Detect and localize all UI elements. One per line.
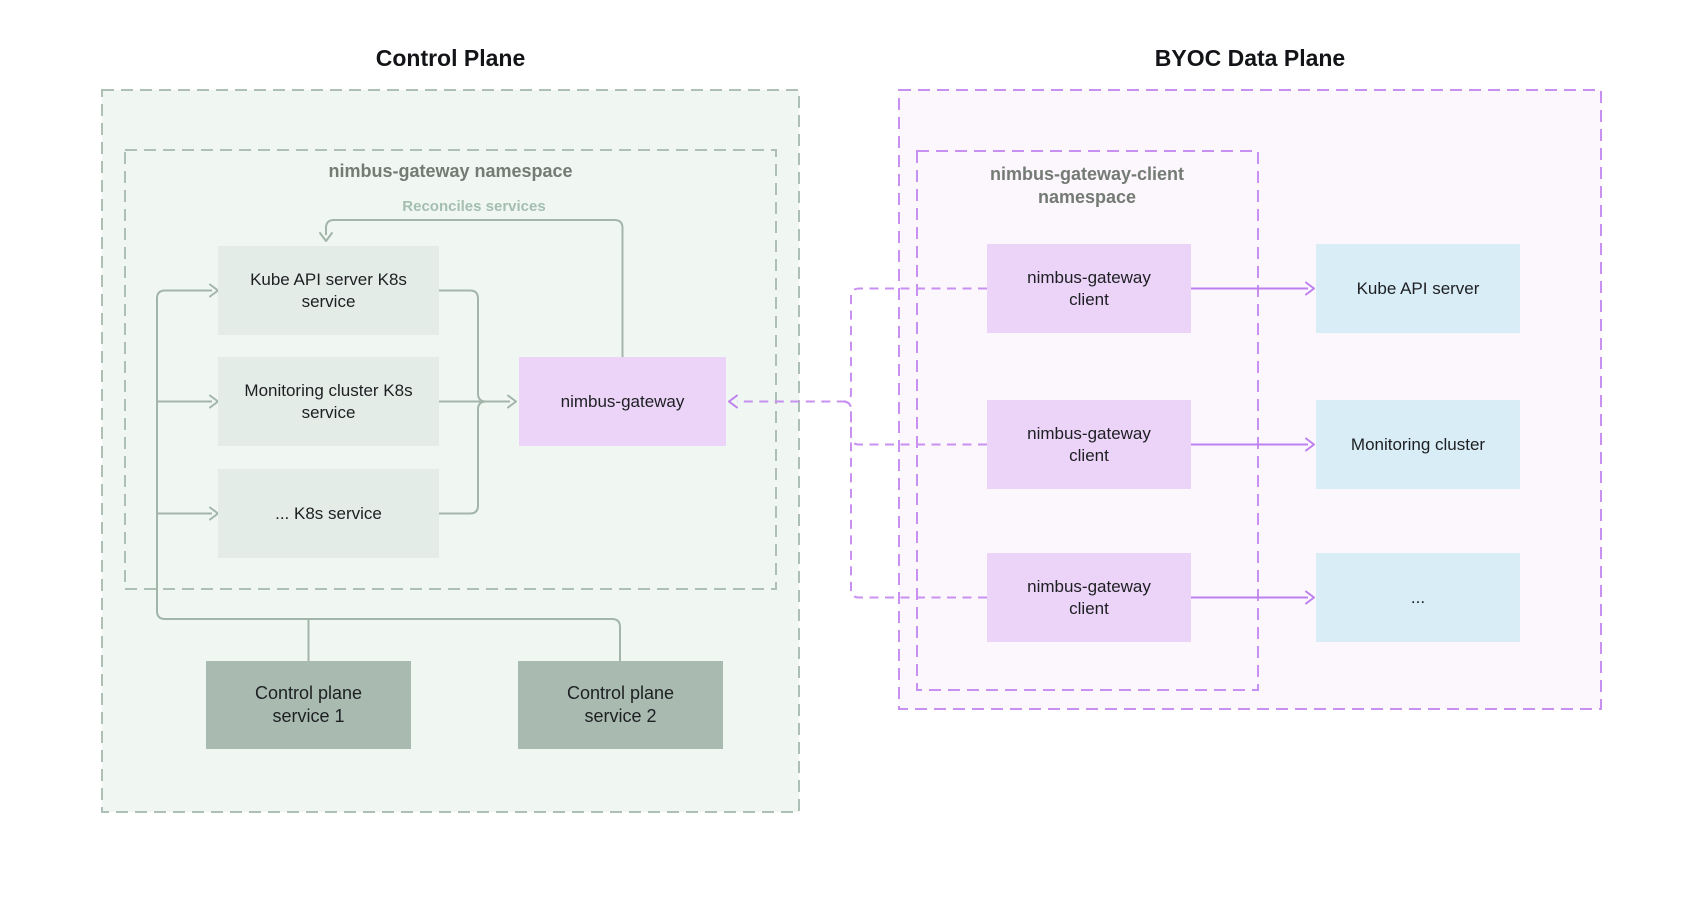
node-nimbus-gateway-client-2: nimbus-gateway client	[987, 400, 1191, 489]
reconcile-loop	[325, 219, 624, 357]
nimbus-gateway-namespace-label: nimbus-gateway namespace	[328, 161, 573, 181]
feed-bus-connector	[156, 289, 621, 661]
node-label: nimbus-gateway client	[1027, 267, 1151, 309]
arrowhead-reconcile	[319, 232, 333, 242]
node-nimbus-gateway: nimbus-gateway	[519, 357, 726, 446]
node-label: ... K8s service	[275, 503, 382, 523]
node-label: nimbus-gateway client	[1027, 576, 1151, 618]
node-label: nimbus-gateway	[560, 391, 685, 411]
arrowhead-target-1	[1305, 281, 1315, 296]
node-label: Monitoring cluster	[1350, 434, 1486, 454]
node-kube-api-k8s-service: Kube API server K8s service	[218, 246, 439, 335]
arrowhead-target-3	[1305, 590, 1315, 605]
node-label: nimbus-gateway client	[1027, 423, 1151, 465]
byoc-data-plane-title: BYOC Data Plane	[1154, 45, 1346, 71]
node-ellipsis-target: ...	[1316, 553, 1520, 642]
node-label: Control plane service 1	[254, 683, 363, 726]
arrowhead-gateway-in	[507, 394, 517, 409]
node-kube-api-server: Kube API server	[1316, 244, 1520, 333]
node-nimbus-gateway-client-3: nimbus-gateway client	[987, 553, 1191, 642]
node-control-plane-service-2: Control plane service 2	[518, 661, 723, 749]
node-label: Control plane service 2	[566, 683, 675, 726]
control-plane-title: Control Plane	[375, 45, 526, 71]
gateway-dashed-link-1	[737, 287, 987, 403]
reconciles-services-label: Reconciles services	[402, 198, 546, 215]
nimbus-gateway-namespace-boundary	[124, 149, 777, 590]
node-monitoring-k8s-service: Monitoring cluster K8s service	[218, 357, 439, 446]
node-label: Kube API server K8s service	[250, 269, 407, 311]
node-monitoring-cluster: Monitoring cluster	[1316, 400, 1520, 489]
node-control-plane-service-1: Control plane service 1	[206, 661, 411, 749]
node-nimbus-gateway-client-1: nimbus-gateway client	[987, 244, 1191, 333]
node-other-k8s-service: ... K8s service	[218, 469, 439, 558]
arrowhead-target-2	[1305, 437, 1315, 452]
node-label: Kube API server	[1356, 278, 1480, 298]
node-label: ...	[1410, 587, 1426, 607]
client-namespace-boundary	[916, 150, 1259, 691]
client-namespace-label: nimbus-gateway-client namespace	[989, 164, 1185, 207]
node-label: Monitoring cluster K8s service	[244, 380, 413, 422]
arrowhead-gateway-dashed	[728, 394, 738, 409]
gateway-dashed-link-3	[842, 400, 987, 599]
